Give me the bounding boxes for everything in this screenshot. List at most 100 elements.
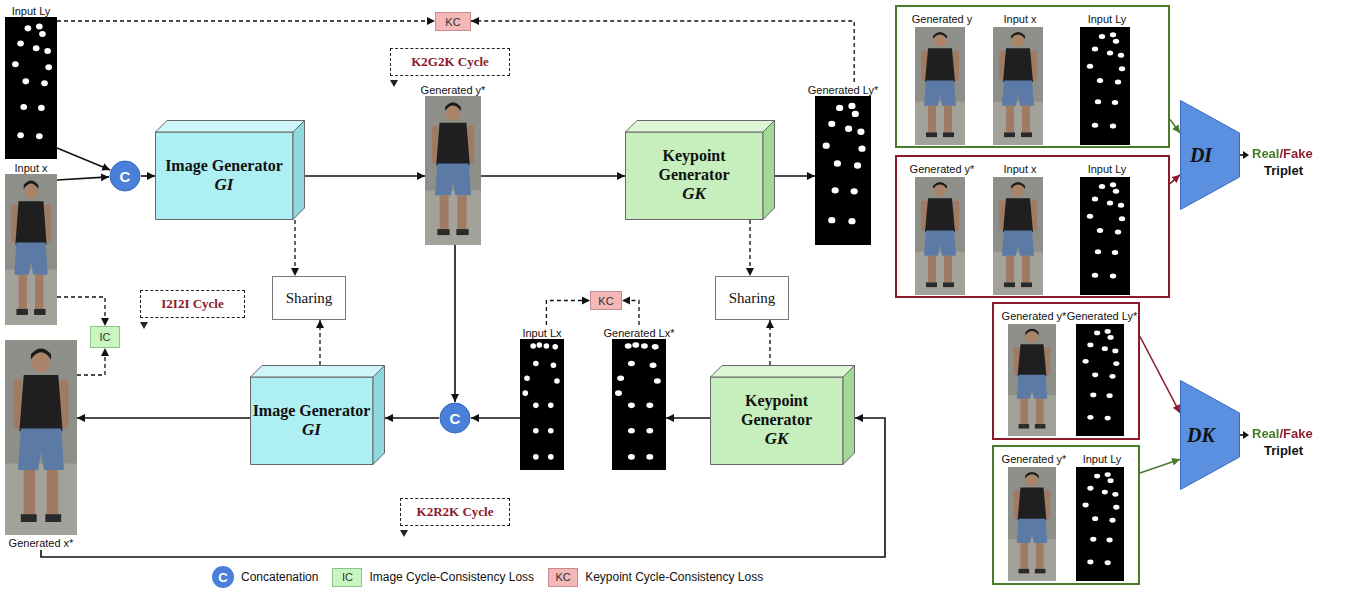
- legend-text: Concatenation: [241, 570, 318, 584]
- generator-face: Keypoint GeneratorGK: [710, 377, 843, 465]
- generator-box: Image GeneratorGI: [250, 365, 385, 465]
- image-node: Generated Ly*: [815, 82, 871, 245]
- output-label: Real/Fake: [1252, 426, 1313, 441]
- connector: [622, 301, 639, 326]
- image-caption: Input x: [14, 161, 47, 175]
- generator-box: Image GeneratorGI: [155, 120, 305, 220]
- connector: [471, 21, 854, 82]
- cube-top: [711, 366, 855, 378]
- output-arrowhead: [1243, 431, 1249, 439]
- box-label: KC: [598, 295, 613, 307]
- legend-text: Keypoint Cycle-Consistency Loss: [585, 570, 763, 584]
- image-node: Generated Lx*: [612, 325, 666, 470]
- image-caption: Input Ly: [1064, 162, 1150, 176]
- connector: [1170, 119, 1180, 133]
- image-caption: Input x: [977, 162, 1063, 176]
- legend-item: C Concatenation: [212, 566, 318, 588]
- connector: [319, 320, 320, 365]
- cube-top: [626, 121, 775, 133]
- image-caption: Generated Ly*: [808, 83, 879, 97]
- keypoint-map: [1080, 27, 1130, 145]
- image-node: Input Lx: [520, 325, 564, 470]
- process-box: I2I2I Cycle: [140, 290, 245, 318]
- box-label: IC: [100, 331, 111, 343]
- person-image: [915, 27, 965, 145]
- generator-symbol: GK: [682, 184, 706, 204]
- generator-name: Image Generator: [253, 402, 371, 420]
- connector: [57, 177, 109, 180]
- connector: [775, 175, 815, 177]
- cube-front: [251, 377, 374, 465]
- image-caption: Input Ly: [12, 4, 51, 18]
- box-label: Sharing: [729, 290, 776, 307]
- cube-side: [373, 366, 385, 465]
- cube-side: [293, 121, 305, 220]
- legend-item: KC Keypoint Cycle-Consistency Loss: [548, 568, 763, 587]
- person-image: [425, 96, 481, 245]
- person-image: [993, 27, 1043, 145]
- connector: [385, 417, 439, 419]
- triplet-frame: Generated y*Generated Ly*: [992, 302, 1140, 440]
- connector: [1140, 337, 1180, 414]
- keypoint-map: [1076, 467, 1124, 581]
- connector: [305, 175, 425, 177]
- connector: [1170, 175, 1180, 184]
- process-box: K2G2K Cycle: [390, 48, 510, 76]
- image-caption: Input x: [977, 12, 1063, 26]
- trapezoid-fill: [1181, 381, 1240, 490]
- image-node: Generated x*: [5, 340, 77, 550]
- concat-label: C: [120, 168, 131, 185]
- legend: C Concatenation IC Image Cycle-Consistency …: [212, 566, 769, 588]
- process-box: K2R2K Cycle: [400, 498, 510, 526]
- legend-swatch: IC: [332, 568, 362, 587]
- keypoint-map: [1076, 324, 1124, 436]
- image-caption: Generated y: [899, 12, 985, 26]
- generator-name: Keypoint Generator: [625, 147, 763, 184]
- person-image: [993, 177, 1043, 295]
- image-caption: Generated Lx*: [604, 326, 675, 340]
- connector: [666, 417, 710, 419]
- box-label: K2G2K Cycle: [411, 54, 489, 70]
- legend-text: Image Cycle-Consistency Loss: [369, 570, 534, 584]
- cube-top: [251, 366, 385, 378]
- keypoint-map: [815, 96, 871, 245]
- process-box: Sharing: [272, 276, 346, 320]
- keypoint-map: [612, 339, 666, 470]
- generator-name: Keypoint Generator: [710, 392, 843, 429]
- box-label: Sharing: [286, 290, 333, 307]
- generator-box: Keypoint GeneratorGK: [625, 120, 775, 220]
- legend-sample-label: KC: [555, 571, 570, 583]
- process-box: IC: [90, 326, 120, 348]
- connector: [294, 220, 295, 276]
- cube-side: [763, 121, 775, 220]
- cycle-arrowhead: [390, 80, 398, 87]
- cube-front: [626, 132, 764, 220]
- generator-box: Keypoint GeneratorGK: [710, 365, 855, 465]
- generator-face: Keypoint GeneratorGK: [625, 132, 763, 220]
- output-arrowhead: [1243, 151, 1249, 159]
- discriminator: DI: [1180, 100, 1240, 210]
- legend-item: IC Image Cycle-Consistency Loss: [332, 568, 534, 587]
- concat-circle: C: [439, 402, 471, 434]
- concat-label: C: [450, 410, 461, 427]
- connector: [481, 175, 625, 177]
- discriminator-text: DI: [1180, 100, 1222, 210]
- cube-side: [843, 366, 855, 465]
- connector: [454, 245, 456, 402]
- generator-name: Image Generator: [165, 157, 283, 175]
- connector: [57, 20, 435, 21]
- person-image: [1008, 324, 1056, 436]
- person-image: [5, 174, 57, 325]
- connector: [77, 348, 105, 375]
- triplet-frame: Generated y*Input xInput Ly: [895, 155, 1170, 298]
- legend-sample-label: C: [218, 570, 227, 585]
- discriminator-label: DI: [1190, 144, 1212, 167]
- box-label: K2R2K Cycle: [417, 504, 494, 520]
- generator-face: Image GeneratorGI: [250, 377, 373, 465]
- connector: [1140, 459, 1180, 473]
- process-box: KC: [435, 12, 471, 31]
- connector: [57, 148, 110, 170]
- triplet-frame: Generated yInput xInput Ly: [895, 5, 1170, 148]
- trapezoid-fill: [1181, 101, 1240, 210]
